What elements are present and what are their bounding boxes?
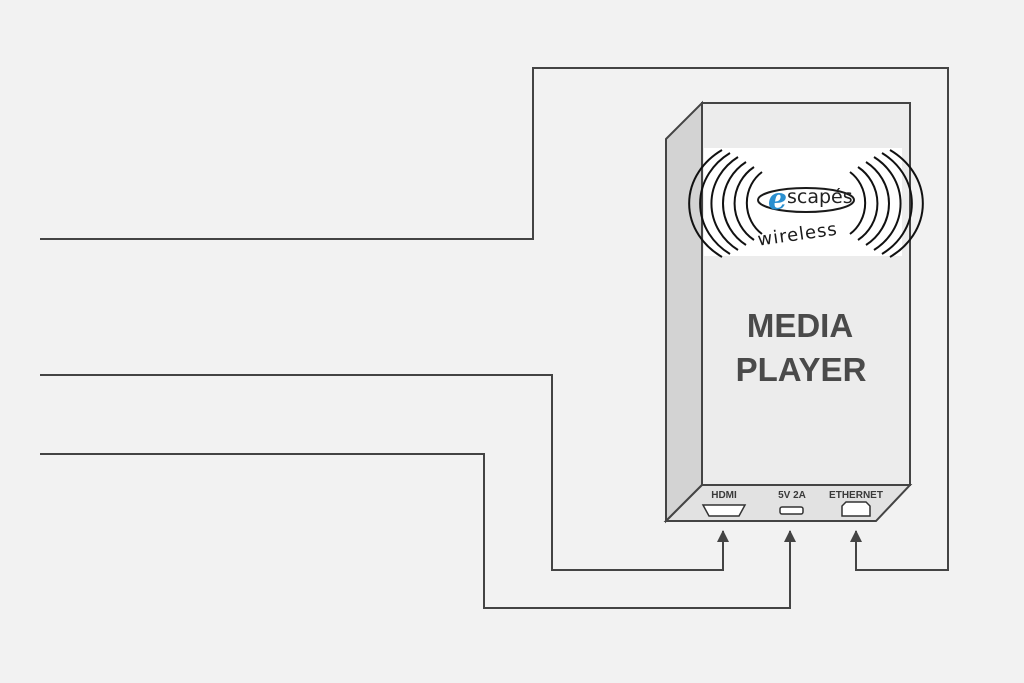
right-signal-waves-icon bbox=[849, 149, 924, 258]
left-signal-waves-icon bbox=[688, 149, 763, 258]
device-side-face bbox=[665, 100, 703, 524]
hdmi-cable-line bbox=[40, 374, 724, 571]
ethernet-cable-line bbox=[40, 67, 949, 571]
power-port-label: 5V 2A bbox=[778, 490, 806, 501]
escapes-wireless-logo: e scapés wireless bbox=[688, 148, 924, 258]
device-title-line2: PLAYER bbox=[736, 351, 867, 388]
logo-e-letter: e bbox=[768, 182, 787, 217]
logo-main-text: scapés bbox=[787, 186, 853, 208]
power-cable-line bbox=[40, 453, 791, 609]
hdmi-arrow-icon bbox=[717, 530, 729, 542]
power-port-icon bbox=[779, 506, 804, 515]
ethernet-port-label: ETHERNET bbox=[829, 490, 883, 501]
hdmi-port-icon bbox=[701, 504, 747, 517]
hdmi-port-label: HDMI bbox=[711, 490, 737, 501]
ethernet-port-icon bbox=[841, 501, 871, 517]
ethernet-arrow-icon bbox=[850, 530, 862, 542]
logo-swoosh-ring bbox=[757, 187, 855, 213]
device-title-line1: MEDIA bbox=[747, 307, 853, 344]
media-player-device: e scapés wireless MEDIA PLAYER HDMI 5V 2… bbox=[663, 100, 924, 524]
power-arrow-icon bbox=[784, 530, 796, 542]
